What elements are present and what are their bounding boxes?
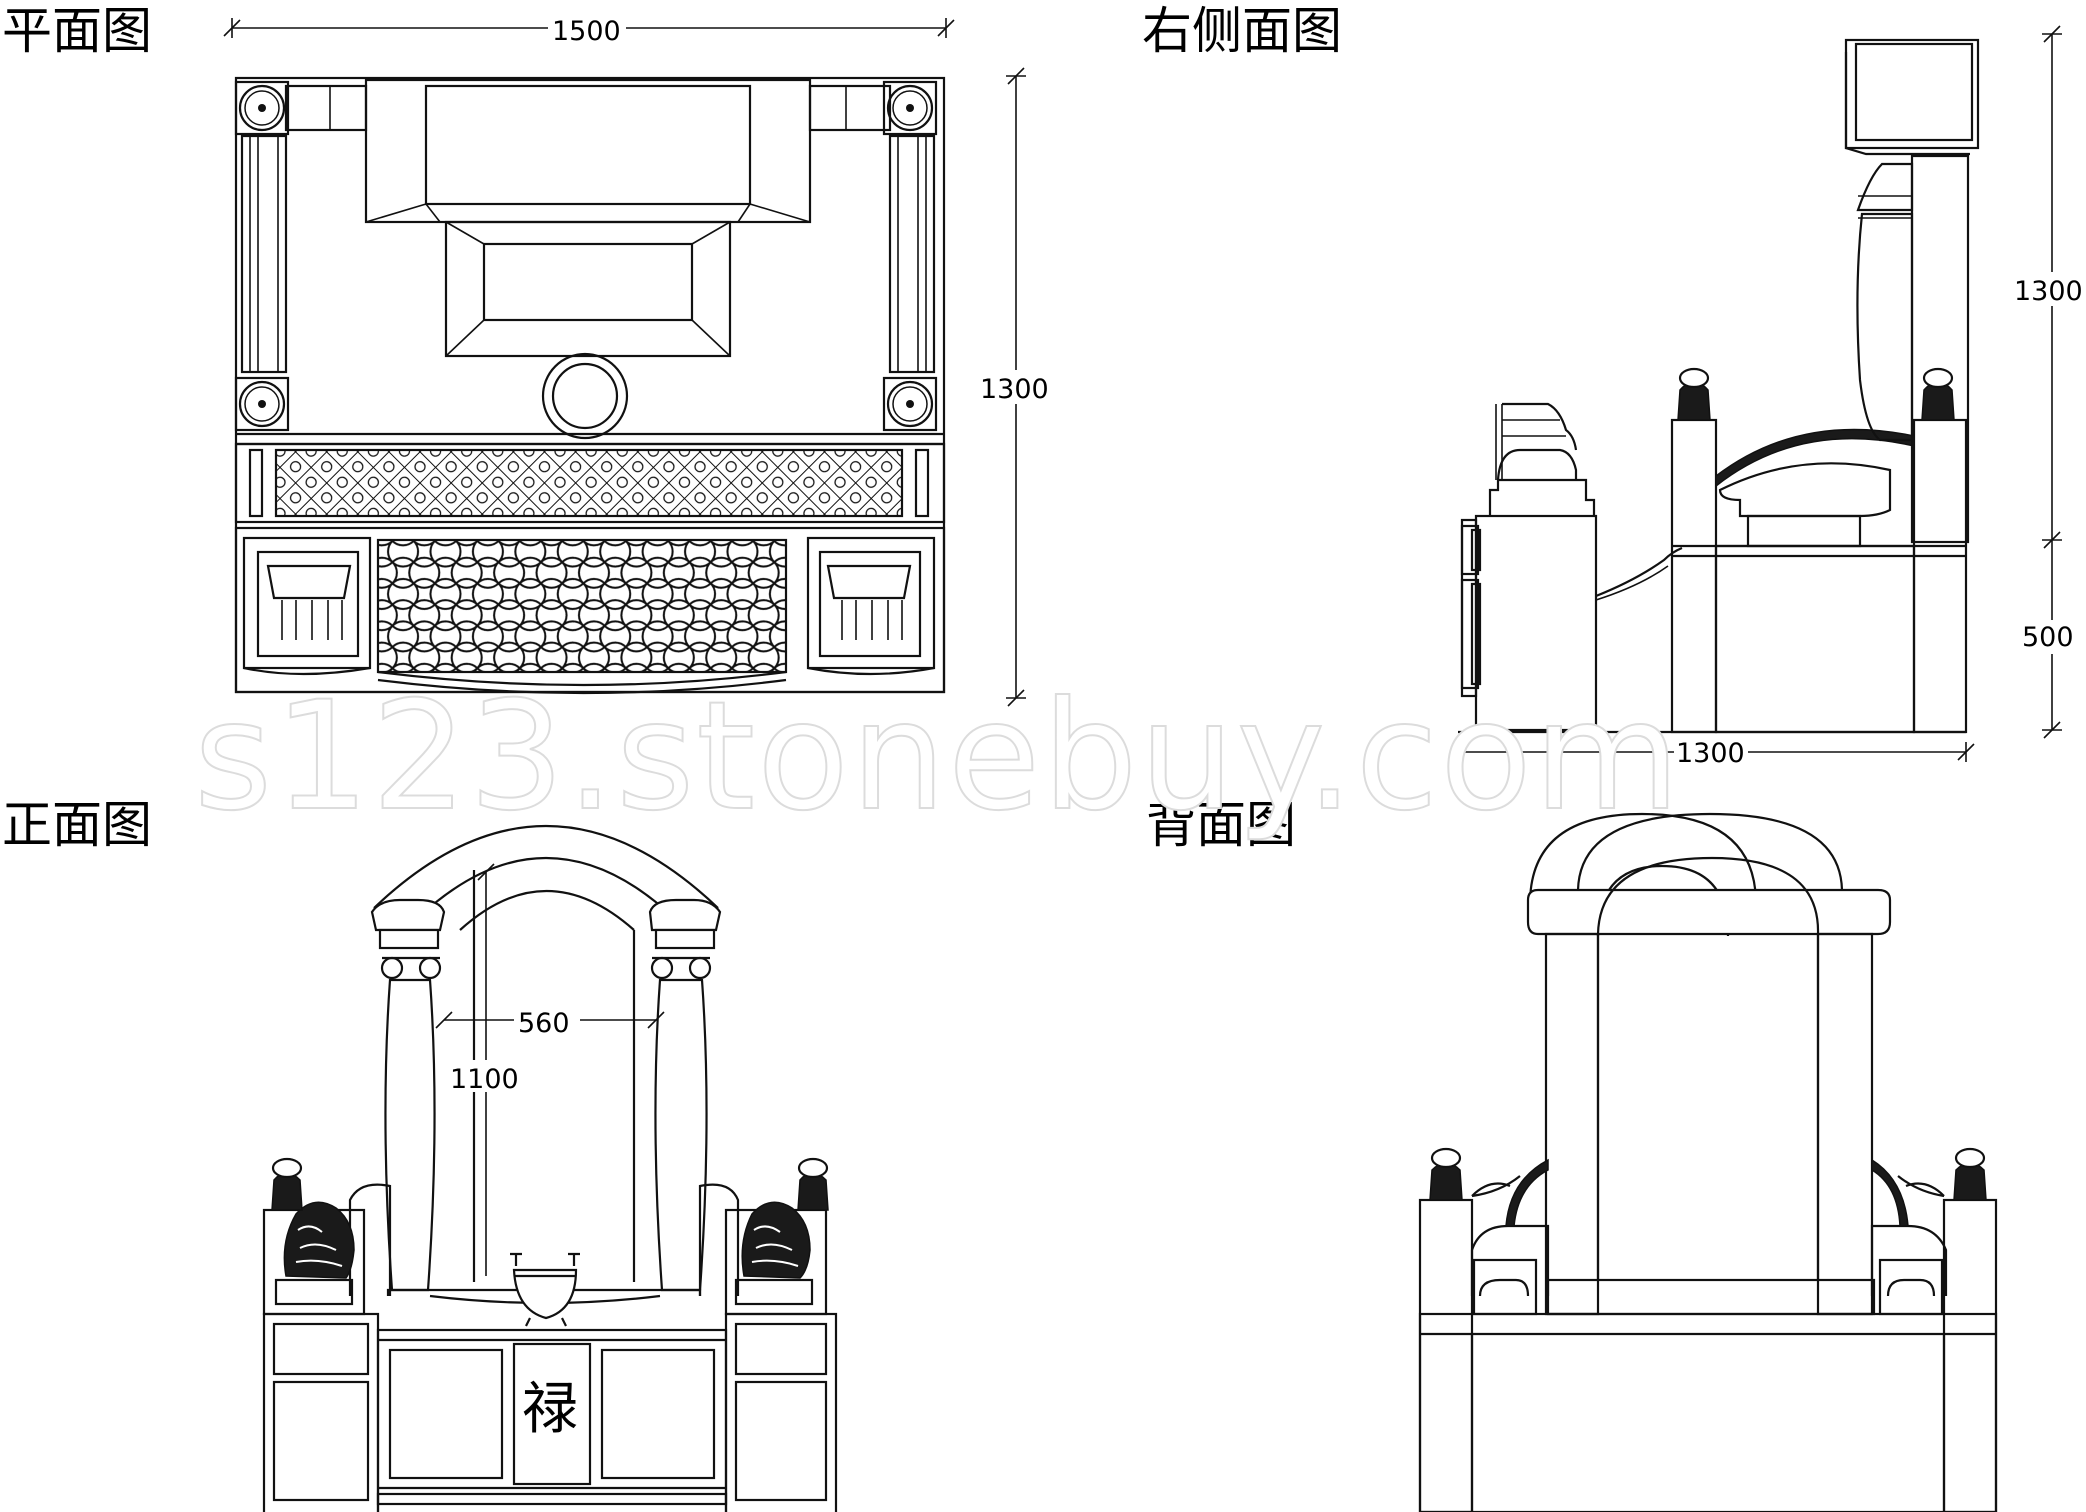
side-view: 右侧面图 1300 500 1300 bbox=[1142, 2, 2086, 769]
plan-lion-niche-left bbox=[242, 536, 372, 676]
plan-width-dimension: 1500 bbox=[223, 12, 955, 47]
side-height-dimension: 1300 500 bbox=[2014, 25, 2086, 739]
plan-view-title: 平面图 bbox=[2, 2, 152, 60]
plan-burner bbox=[541, 352, 629, 440]
front-finials bbox=[271, 1157, 829, 1211]
side-lion-finials bbox=[1677, 367, 1955, 421]
plan-lion-niche-right bbox=[806, 536, 936, 676]
front-column-capitals bbox=[370, 898, 722, 980]
back-view-title: 背面图 bbox=[1146, 796, 1296, 854]
side-width-label: 1300 bbox=[1676, 738, 1745, 769]
side-upper-label: 1300 bbox=[2014, 276, 2083, 307]
front-fortune-character: 禄 bbox=[522, 1377, 578, 1442]
front-opening-dimension: 560 1100 bbox=[435, 863, 665, 1276]
plan-column-caps bbox=[234, 80, 938, 432]
watermark: s123.stonebuy.com bbox=[194, 670, 1682, 844]
front-view-title: 正面图 bbox=[2, 796, 152, 854]
side-view-title: 右侧面图 bbox=[1142, 2, 1342, 60]
front-view: 正面图 560 bbox=[2, 796, 838, 1512]
back-finials bbox=[1429, 1147, 1987, 1201]
front-lion-left bbox=[283, 1201, 355, 1279]
side-lower-label: 500 bbox=[2022, 622, 2074, 653]
plan-view: 平面图 1500 1300 bbox=[2, 2, 1054, 707]
plan-width-label: 1500 bbox=[552, 16, 621, 47]
front-lion-right bbox=[741, 1201, 811, 1279]
front-opening-height-label: 1100 bbox=[450, 1064, 519, 1095]
front-incense-burner bbox=[510, 1252, 580, 1327]
front-opening-width-label: 560 bbox=[518, 1008, 570, 1039]
side-width-dimension: 1300 bbox=[1449, 734, 1975, 769]
plan-depth-label: 1300 bbox=[980, 374, 1049, 405]
back-view: 背面图 bbox=[1146, 796, 1998, 1512]
plan-depth-dimension: 1300 bbox=[978, 67, 1054, 707]
